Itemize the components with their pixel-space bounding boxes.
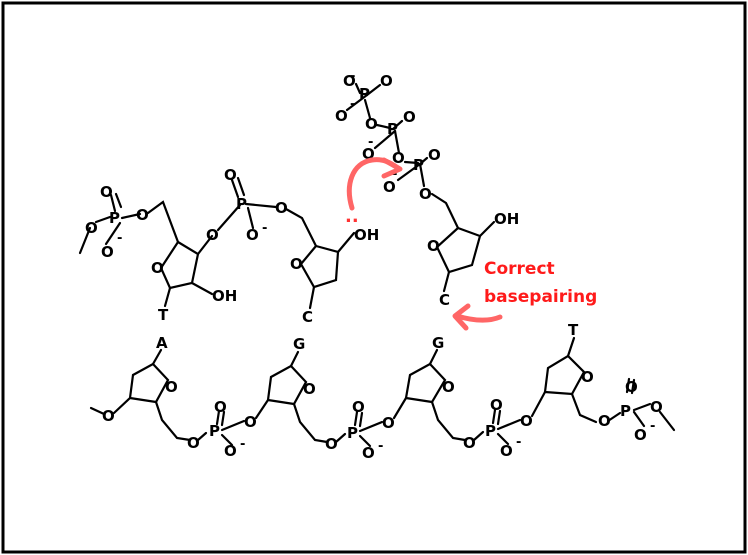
base-label: G: [293, 335, 305, 353]
atom-o: O: [419, 185, 432, 203]
atom-o: O: [136, 206, 149, 224]
ring-o: O: [427, 237, 440, 255]
atom-o: O: [85, 219, 98, 237]
atom-o: O: [380, 72, 393, 90]
base-label: A: [156, 334, 168, 352]
atom-p: P: [109, 209, 120, 227]
lone-pair: ..: [345, 206, 359, 227]
base-label: T: [158, 306, 169, 324]
atom-o: O: [100, 183, 113, 201]
atom-o: O: [520, 412, 533, 430]
charge-minus: -: [368, 135, 373, 150]
atom-o: O: [362, 444, 375, 462]
atom-o: O: [187, 434, 200, 452]
charge-minus: -: [350, 69, 355, 84]
ring-o: O: [442, 378, 455, 396]
base-label: C: [439, 291, 450, 309]
charge-minus: -: [240, 437, 245, 452]
ring-o: O: [290, 255, 303, 273]
atom-p: P: [620, 402, 631, 420]
atom-o: O: [206, 226, 219, 244]
charge-minus: -: [392, 167, 397, 182]
atom-o: O: [214, 398, 227, 416]
atom-o: O: [275, 199, 288, 217]
hydroxyl-label: OH: [212, 287, 237, 305]
atom-p: P: [347, 424, 358, 442]
hydroxyl-label: OH: [354, 226, 379, 244]
atom-p: P: [413, 156, 424, 174]
atom-o: O: [102, 407, 115, 425]
atom-p: P: [236, 195, 247, 213]
bond-lines: [78, 82, 676, 448]
atom-labels: O P O O - O O T OH O P O O - O O C OH - …: [85, 69, 663, 462]
atom-o: O: [246, 226, 259, 244]
ring-o: O: [303, 380, 316, 398]
annotation-basepairing: basepairing: [484, 287, 597, 307]
atom-o: O: [490, 396, 503, 414]
charge-minus: -: [262, 221, 267, 236]
atom-o: O: [224, 442, 237, 460]
hydroxyl-label: OH: [494, 210, 519, 228]
charge-minus: -: [378, 439, 383, 454]
atom-p: P: [359, 85, 370, 103]
charge-minus: -: [516, 435, 521, 450]
atom-o: O: [392, 149, 405, 167]
atom-o: O: [403, 108, 416, 126]
atom-o: O: [625, 378, 638, 396]
basepairing-arrow: [452, 303, 503, 331]
ring-o: O: [165, 378, 178, 396]
charge-minus: -: [650, 419, 655, 434]
charge-minus: -: [117, 231, 122, 246]
atom-o: O: [382, 414, 395, 432]
atom-p: P: [387, 120, 398, 138]
ring-o: O: [581, 368, 594, 386]
base-label: T: [568, 321, 579, 339]
ring-o: O: [151, 259, 164, 277]
atom-o: O: [463, 434, 476, 452]
atom-o: O: [352, 398, 365, 416]
atom-o: O: [383, 178, 396, 196]
atom-o: O: [428, 146, 441, 164]
atom-o: O: [598, 412, 611, 430]
charge-minus: -: [350, 97, 355, 112]
atom-o: O: [650, 398, 663, 416]
atom-o: O: [325, 435, 338, 453]
annotation-correct: Correct: [484, 259, 555, 279]
atom-o: O: [224, 166, 237, 184]
atom-o: O: [500, 442, 513, 460]
base-label: C: [302, 308, 313, 326]
atom-p: P: [485, 422, 496, 440]
atom-o: O: [244, 413, 257, 431]
atom-o: O: [365, 115, 378, 133]
atom-p: P: [209, 422, 220, 440]
attack-arrow: [346, 157, 403, 211]
atom-o: O: [335, 107, 348, 125]
base-label: G: [432, 334, 444, 352]
atom-o: O: [634, 426, 647, 444]
atom-o: O: [343, 72, 356, 90]
atom-o: O: [101, 243, 114, 261]
